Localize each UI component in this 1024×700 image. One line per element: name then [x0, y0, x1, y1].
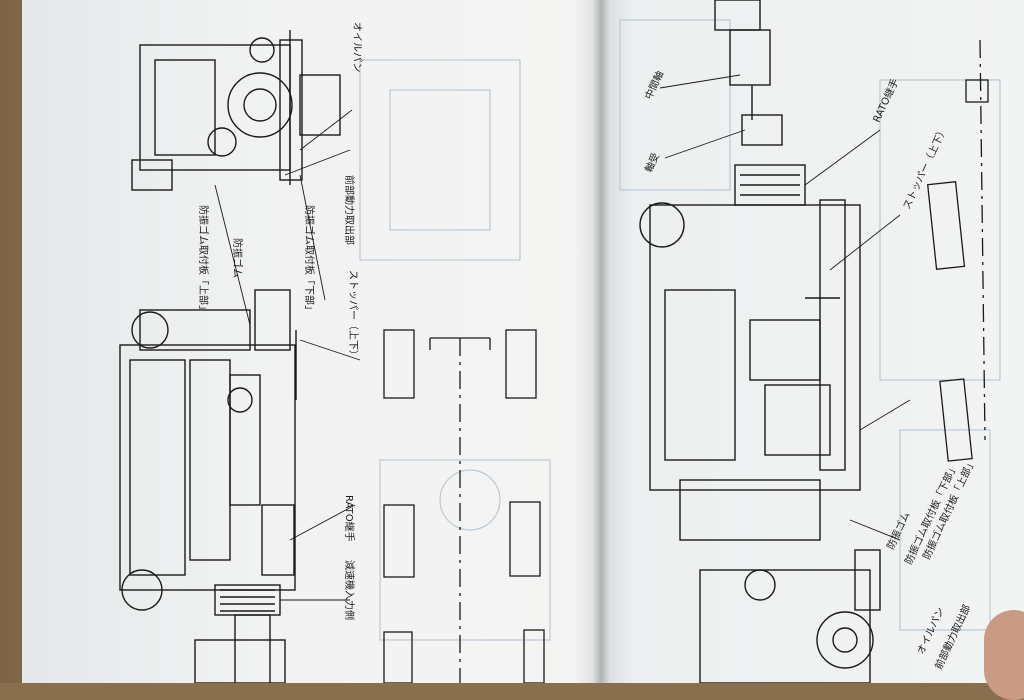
label-rato-left: RATO継手 [343, 495, 354, 542]
label-mount-upper-left: 防振ゴム取付板「上部」 [197, 205, 208, 315]
right-engine-lower [699, 549, 881, 683]
left-leader-lines [214, 109, 361, 601]
left-engine-top [131, 30, 341, 191]
finger [984, 610, 1024, 700]
left-engine-main [119, 289, 297, 683]
label-mount-lower-left: 防振ゴム取付板「下部」 [303, 205, 314, 315]
right-shaft-assembly [714, 0, 806, 206]
engine-drawings [119, 0, 1001, 683]
label-reducer-input: 減速機入力側 [343, 560, 354, 620]
book-gutter [592, 0, 610, 683]
ghost-drawing [359, 19, 1001, 641]
right-leader-lines [659, 74, 911, 541]
label-rubber-left: 防振ゴム [231, 238, 242, 278]
label-front-pto-left: 前部動力取出部 [343, 175, 354, 245]
right-engine-main [639, 199, 861, 541]
left-page [22, 0, 602, 683]
label-stopper-left: ストッパー（上下） [347, 270, 358, 360]
label-oil-pan-left: オイルパン [351, 22, 362, 73]
right-stopper-plates [926, 39, 989, 462]
right-page [600, 0, 1024, 683]
left-stopper-plates [383, 329, 545, 683]
